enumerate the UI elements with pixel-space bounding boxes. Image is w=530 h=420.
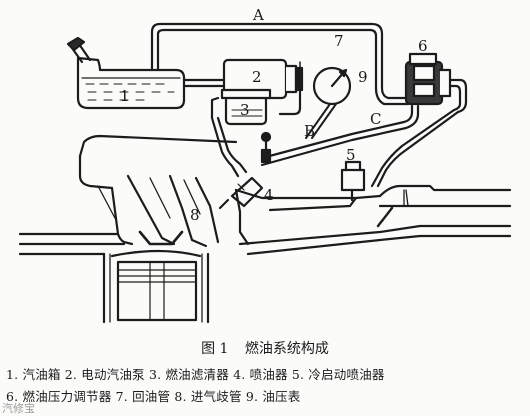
filler-neck <box>66 36 92 64</box>
fuel-pressure-gauge <box>305 66 352 139</box>
label-c: C <box>370 110 381 128</box>
label-part-3: 3 <box>240 101 250 119</box>
fuel-rail-b <box>260 104 420 167</box>
engine-cylinder <box>102 230 210 324</box>
legend-line-1: 1. 汽油箱 2. 电动汽油泵 3. 燃油滤清器 4. 喷油器 5. 冷启动喷油… <box>6 367 385 382</box>
filter-rail-line <box>210 116 240 178</box>
fuel-filter <box>210 88 272 126</box>
label-part-2: 2 <box>252 68 262 86</box>
label-part-9: 9 <box>358 68 368 86</box>
label-part-4: 4 <box>264 186 274 204</box>
label-part-8: 8 <box>190 206 200 224</box>
label-part-7: 7 <box>334 32 344 50</box>
diagram-labels: A B C 1 2 3 4 5 6 7 8 9 <box>120 6 428 224</box>
label-a: A <box>252 6 264 24</box>
pump-filter-line <box>278 90 302 116</box>
intake-runners <box>97 174 250 248</box>
figure-title: 燃油系统构成 <box>244 341 329 357</box>
label-part-1: 1 <box>120 87 130 105</box>
fuel-pressure-regulator <box>404 52 452 106</box>
return-line-a <box>150 22 410 106</box>
cylinder-head <box>18 224 512 256</box>
fuel-injector <box>218 131 272 210</box>
watermark-text: 汽修宝 <box>2 402 35 415</box>
label-b: B <box>304 122 315 140</box>
cold-start-injector <box>340 160 366 202</box>
line-c <box>370 78 468 188</box>
label-part-5: 5 <box>346 146 356 164</box>
fuel-tank <box>76 56 186 110</box>
figure-number: 图 1 <box>201 341 229 357</box>
figure-caption: 图 1 燃油系统构成 <box>0 338 530 358</box>
label-part-6: 6 <box>418 37 428 55</box>
legend-line-2: 6. 燃油压力调节器 7. 回油管 8. 进气歧管 9. 油压表 <box>6 389 301 404</box>
intake-manifold <box>78 134 512 228</box>
